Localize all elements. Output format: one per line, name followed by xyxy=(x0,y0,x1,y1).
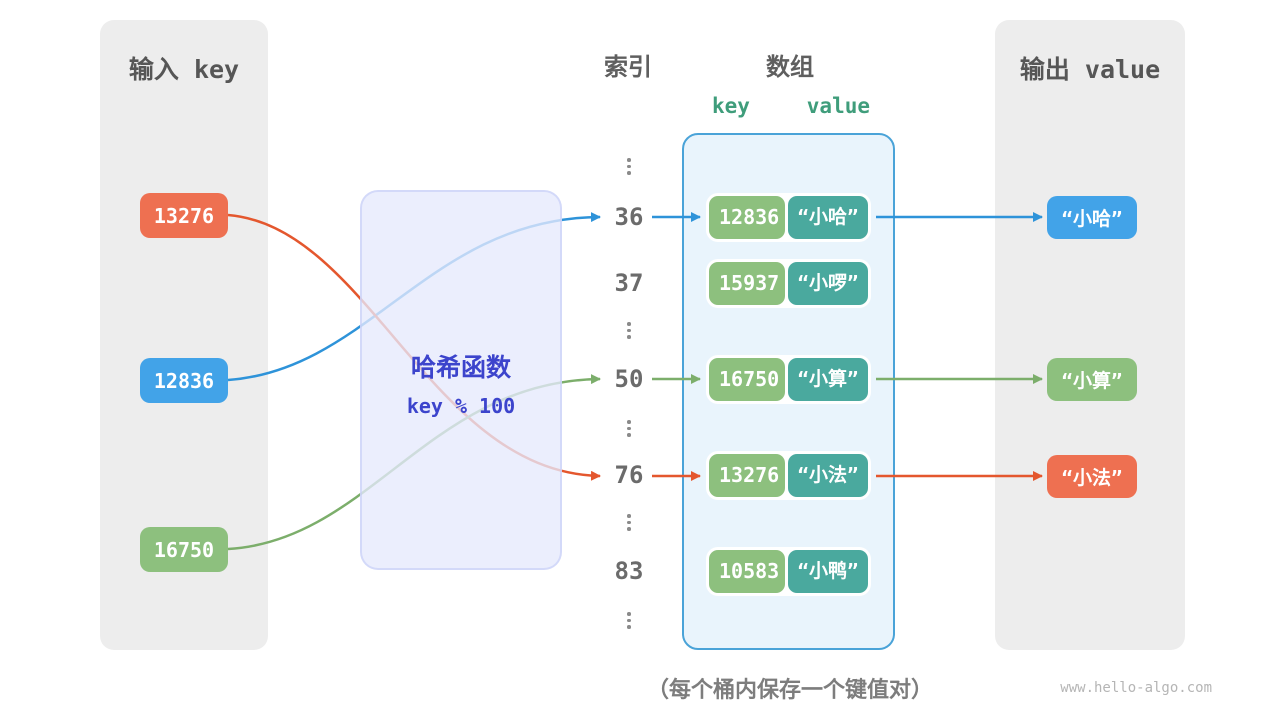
index-column-title: 索引 xyxy=(604,53,652,81)
pair-key: 15937 xyxy=(709,262,785,305)
index-value: 83 xyxy=(614,557,644,585)
index-value: 36 xyxy=(614,203,644,231)
ellipsis-icon xyxy=(626,158,632,175)
watermark-text: www.hello-algo.com xyxy=(1060,680,1212,696)
ellipsis-icon xyxy=(626,514,632,531)
ellipsis-icon xyxy=(626,612,632,629)
pair-value: “小法” xyxy=(788,454,868,497)
pair-key: 10583 xyxy=(709,550,785,593)
pair-key: 13276 xyxy=(709,454,785,497)
output-value-badge: “小哈” xyxy=(1047,196,1137,239)
kv-pair-row: 12836 “小哈” xyxy=(706,193,871,242)
ellipsis-icon xyxy=(626,322,632,339)
input-key-badge: 16750 xyxy=(140,527,228,572)
pair-value: “小鸭” xyxy=(788,550,868,593)
input-panel-title: 输入 key xyxy=(128,55,240,84)
input-key-badge: 13276 xyxy=(140,193,228,238)
diagram-caption: （每个桶内保存一个键值对） xyxy=(646,678,933,703)
value-header-label: value xyxy=(806,94,870,118)
kv-pair-row: 13276 “小法” xyxy=(706,451,871,500)
index-value: 76 xyxy=(614,461,644,489)
pair-value: “小啰” xyxy=(788,262,868,305)
index-value: 50 xyxy=(614,365,644,393)
output-value-badge: “小算” xyxy=(1047,358,1137,401)
pair-value: “小哈” xyxy=(788,196,868,239)
hash-function-box: 哈希函数 key % 100 xyxy=(360,190,562,570)
hash-function-title: 哈希函数 xyxy=(410,353,511,382)
pair-value: “小算” xyxy=(788,358,868,401)
array-kv-header: key value xyxy=(706,94,876,118)
output-value-badge: “小法” xyxy=(1047,455,1137,498)
ellipsis-icon xyxy=(626,420,632,437)
index-value: 37 xyxy=(614,269,644,297)
output-value-panel: 输出 value “小哈” “小算” “小法” xyxy=(995,20,1185,650)
kv-pair-row: 15937 “小啰” xyxy=(706,259,871,308)
output-panel-title: 输出 value xyxy=(1019,55,1161,84)
key-header-label: key xyxy=(712,94,750,118)
pair-key: 12836 xyxy=(709,196,785,239)
kv-pair-row: 16750 “小算” xyxy=(706,355,871,404)
input-key-panel: 输入 key 13276 12836 16750 xyxy=(100,20,268,650)
input-key-badge: 12836 xyxy=(140,358,228,403)
kv-pair-row: 10583 “小鸭” xyxy=(706,547,871,596)
array-column-title: 数组 xyxy=(766,53,814,81)
pair-key: 16750 xyxy=(709,358,785,401)
hash-function-formula: key % 100 xyxy=(406,394,516,418)
